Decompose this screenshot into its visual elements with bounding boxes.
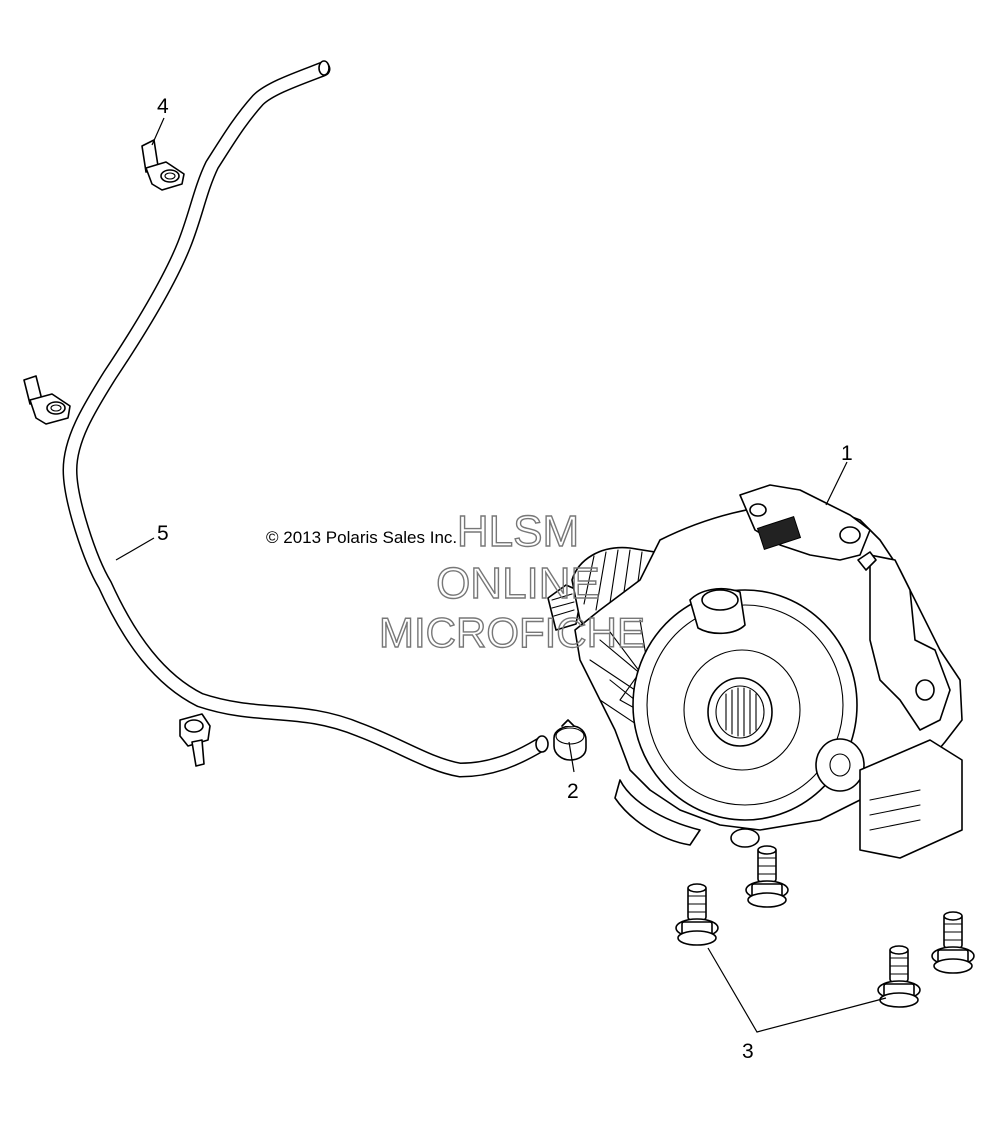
- callout-2[interactable]: 2: [567, 780, 579, 803]
- hose-clip-icon[interactable]: [141, 139, 185, 191]
- watermark: HLSM ONLINE MICROFICHE: [378, 506, 645, 656]
- callout-3[interactable]: 3: [742, 1040, 754, 1063]
- vent-hose-icon[interactable]: [62, 60, 549, 778]
- watermark-line-1: HLSM: [457, 507, 579, 556]
- gearcase-icon[interactable]: [547, 484, 963, 859]
- hose-clip-icon[interactable]: [179, 713, 211, 767]
- leader-2: [568, 741, 575, 773]
- leader-3: [707, 947, 887, 1033]
- leader-4: [151, 117, 165, 146]
- flange-bolt-icon[interactable]: [675, 883, 719, 946]
- leader-lines: [115, 117, 887, 1033]
- flange-bolt-icon[interactable]: [877, 945, 921, 1008]
- callout-1[interactable]: 1: [841, 442, 853, 465]
- leader-5: [115, 537, 155, 561]
- hose-clip-icon[interactable]: [23, 375, 71, 425]
- flange-bolt-icon[interactable]: [745, 845, 789, 908]
- watermark-line-2: ONLINE: [436, 559, 600, 608]
- watermark-line-3: MICROFICHE: [379, 609, 645, 656]
- hose-clamp-icon[interactable]: [553, 719, 587, 761]
- leader-1: [825, 461, 848, 506]
- flange-bolt-icon[interactable]: [931, 911, 975, 974]
- callout-4[interactable]: 4: [157, 95, 169, 118]
- copyright-notice: © 2013 Polaris Sales Inc.: [266, 528, 457, 547]
- callout-5[interactable]: 5: [157, 522, 169, 545]
